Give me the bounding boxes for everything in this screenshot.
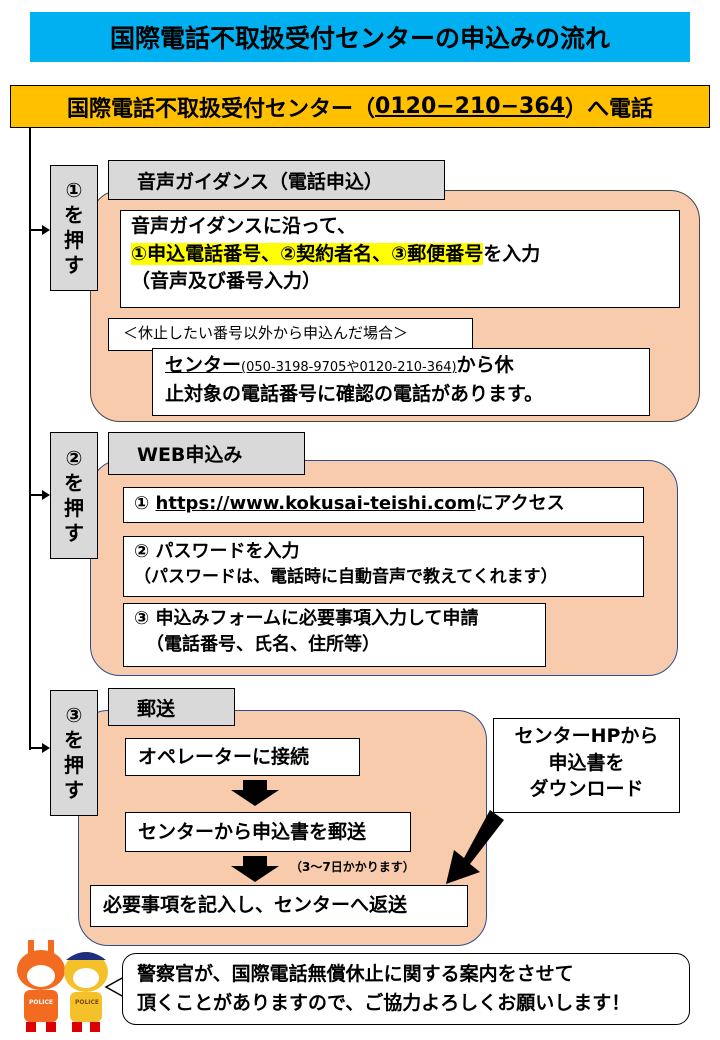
- center-text: 止対象の電話番号に確認の電話があります。: [165, 382, 544, 405]
- download-text: ダウンロード: [529, 778, 644, 801]
- call-suffix: ）へ電話: [564, 96, 653, 122]
- step-number: ③: [65, 703, 83, 727]
- flow-line: [29, 128, 31, 750]
- call-number: 0120−210−364: [375, 94, 565, 119]
- step-text: を: [64, 470, 84, 495]
- call-center-bar: 国際電話不取扱受付センター（ 0120−210−364 ）へ電話: [10, 85, 710, 128]
- section-voice-header: 音声ガイダンス（電話申込）: [108, 160, 445, 200]
- mascot-uniform-text: POLICE: [28, 999, 54, 1006]
- center-text: から休: [456, 354, 514, 376]
- page-title: 国際電話不取扱受付センターの申込みの流れ: [30, 12, 690, 62]
- step-3-label: ③ を 押 す: [50, 690, 98, 816]
- download-form-box: センターHPから 申込書を ダウンロード: [493, 718, 680, 813]
- step-text: 押: [64, 228, 84, 252]
- flow-branch: [30, 747, 48, 749]
- voice-line: を入力: [483, 242, 541, 265]
- download-text: 申込書を: [548, 751, 625, 774]
- arrow-down-icon: [231, 866, 279, 882]
- center-callback-note: センター(050-3198-9705や0120-210-364)から休 止対象の…: [152, 348, 650, 416]
- step-1-label: ① を 押 す: [50, 165, 98, 291]
- web-step-text: ③ 申込みフォームに必要事項入力して申請: [134, 608, 479, 629]
- web-step-text: （パスワードは、電話時に自動音声で教えてくれます）: [134, 567, 558, 588]
- section-mail-header: 郵送: [108, 688, 235, 726]
- diagonal-arrow-icon: [446, 810, 504, 884]
- flow-branch: [30, 229, 48, 231]
- voice-line: （音声及び番号入力）: [131, 270, 322, 293]
- download-text: センターHPから: [514, 725, 659, 747]
- web-step-text: ② パスワードを入力: [134, 541, 300, 562]
- step-text: す: [64, 778, 84, 802]
- voice-line: 音声ガイダンスに沿って、: [131, 215, 356, 237]
- police-mascot-image: [17, 940, 108, 1032]
- flow-branch: [30, 494, 48, 496]
- web-step-num: ①: [134, 493, 150, 514]
- arrow-right-icon: [42, 743, 50, 753]
- delivery-note: （3〜7日かかります）: [290, 860, 415, 874]
- step-number: ②: [65, 445, 83, 470]
- arrow-right-icon: [42, 490, 50, 500]
- mail-step-return: 必要事項を記入し、センターへ返送: [90, 885, 468, 927]
- notice-text: 警察官が、国際電話無償休止に関する案内をさせて: [137, 963, 574, 985]
- mail-step-operator: オペレーターに接続: [125, 738, 360, 776]
- mail-step-send-form: センターから申込書を郵送: [125, 812, 411, 852]
- website-link[interactable]: https://www.kokusai-teishi.com: [155, 493, 476, 514]
- web-step-3: ③ 申込みフォームに必要事項入力して申請 （電話番号、氏名、住所等）: [123, 603, 546, 667]
- web-step-text: にアクセス: [475, 493, 565, 514]
- web-step-text: （電話番号、氏名、住所等）: [146, 634, 380, 656]
- mascot-uniform-text: POLICE: [74, 999, 100, 1006]
- step-text: す: [64, 520, 84, 545]
- step-number: ①: [65, 178, 83, 202]
- call-prefix: 国際電話不取扱受付センター（: [67, 96, 376, 122]
- arrow-right-icon: [42, 225, 50, 235]
- step-2-label: ② を 押 す: [50, 432, 98, 559]
- center-label: センター: [165, 354, 242, 376]
- step-text: 押: [64, 753, 84, 777]
- step-text: を: [64, 728, 84, 752]
- center-numbers: (050-3198-9705や0120-210-364): [241, 360, 457, 375]
- arrow-down-icon: [243, 780, 267, 790]
- step-text: す: [64, 253, 84, 277]
- web-step-2: ② パスワードを入力 （パスワードは、電話時に自動音声で教えてくれます）: [123, 536, 644, 597]
- web-step-1: ① https://www.kokusai-teishi.comにアクセス: [123, 487, 644, 523]
- voice-highlight: ①申込電話番号、②契約者名、③郵便番号: [131, 242, 484, 265]
- voice-instructions: 音声ガイダンスに沿って、 ①申込電話番号、②契約者名、③郵便番号を入力 （音声及…: [120, 210, 680, 308]
- notice-text: 頂くことがありますので、ご協力よろしくお願いします！: [137, 991, 631, 1014]
- arrow-down-icon: [243, 856, 267, 866]
- case-label: ＜休止したい番号以外から申込んだ場合＞: [108, 318, 473, 351]
- arrow-down-icon: [231, 790, 279, 806]
- section-web-header: WEB申込み: [108, 432, 305, 475]
- step-text: を: [64, 203, 84, 227]
- step-text: 押: [64, 495, 84, 520]
- police-notice-bubble: 警察官が、国際電話無償休止に関する案内をさせて 頂くことがありますので、ご協力よ…: [122, 953, 690, 1025]
